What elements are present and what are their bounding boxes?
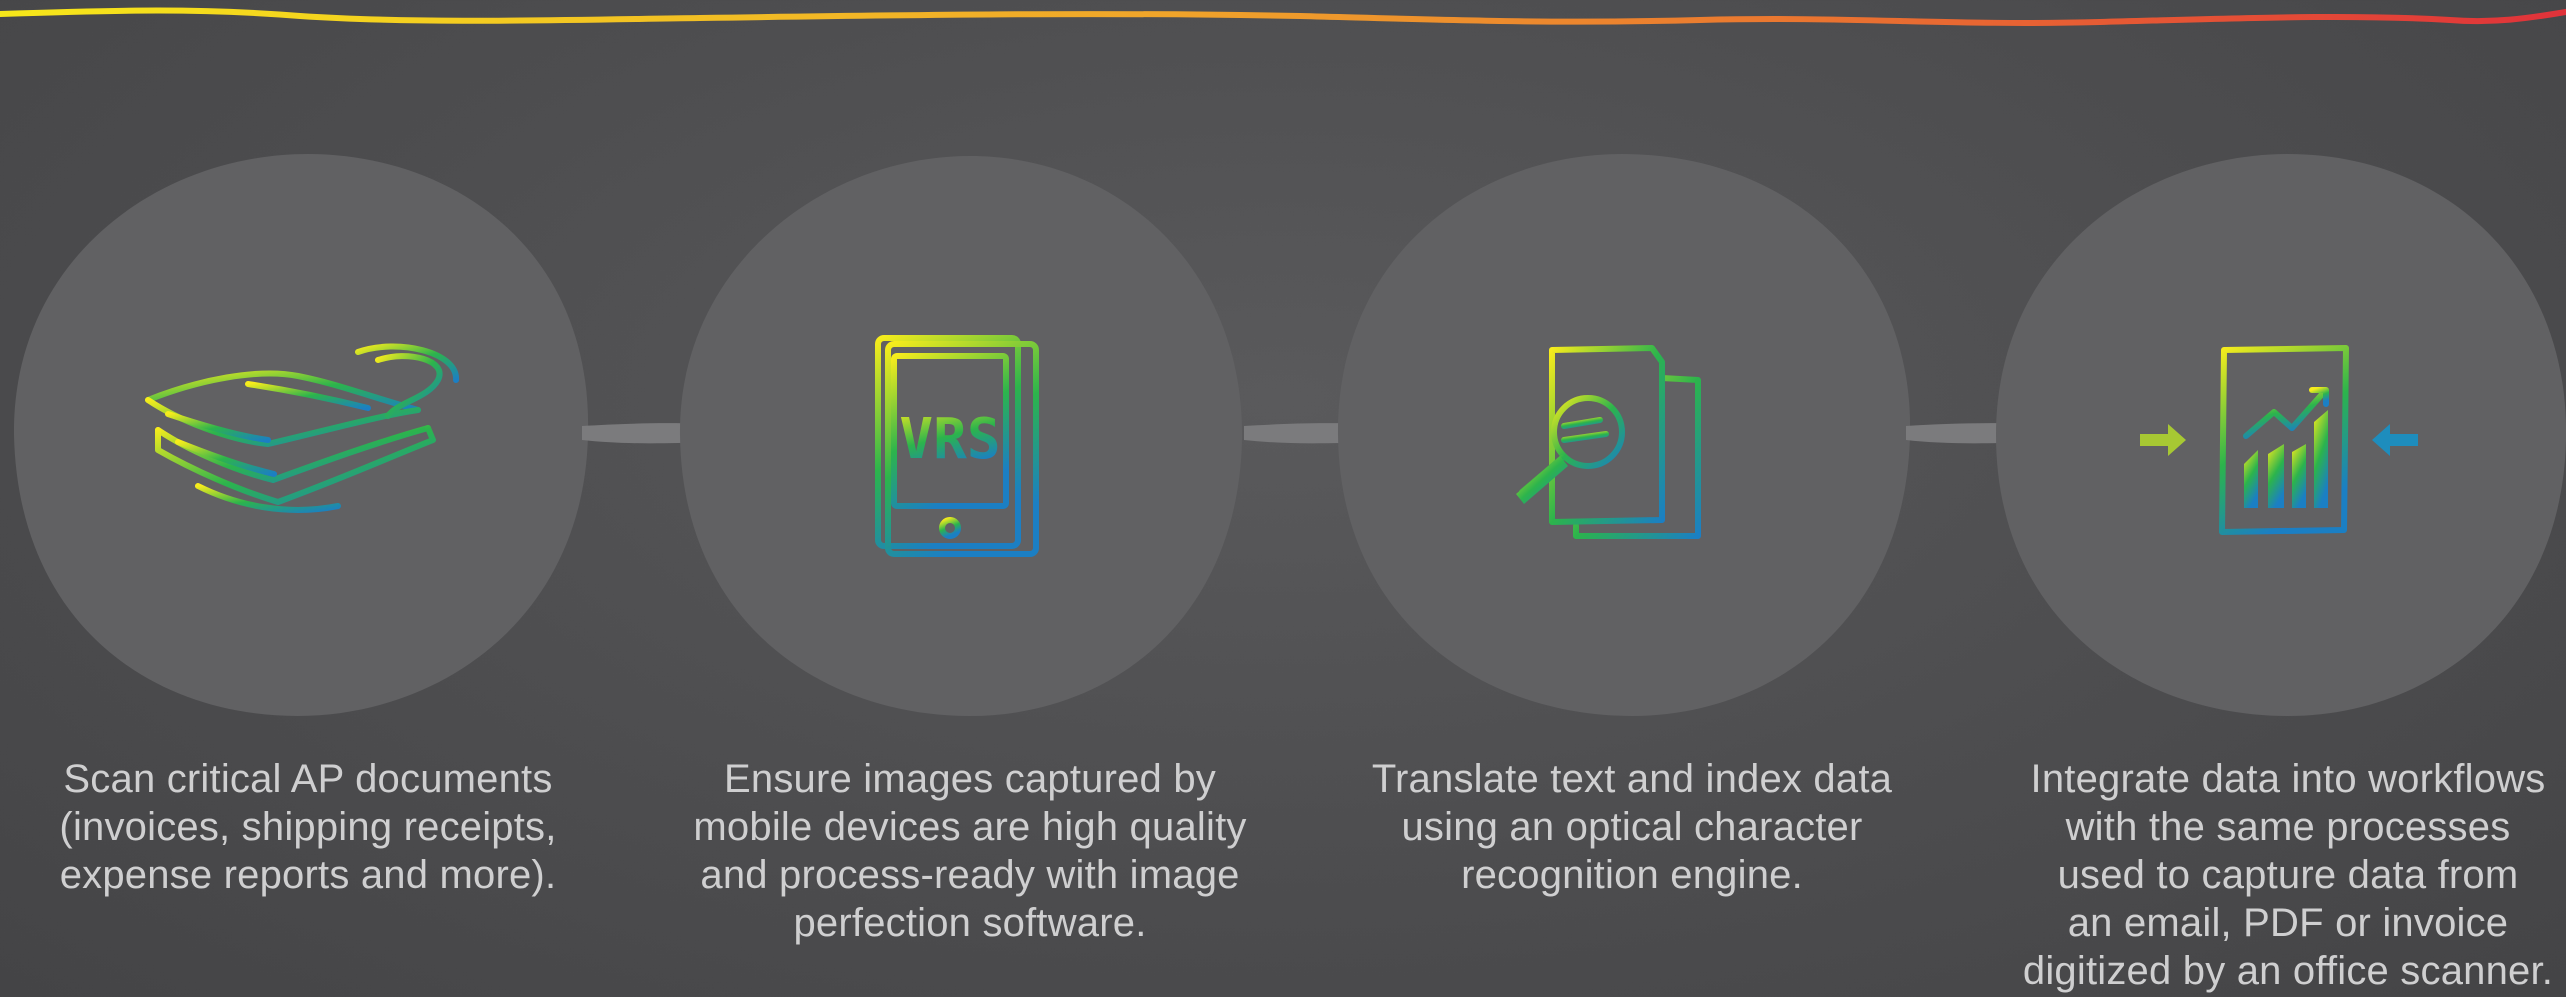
caption-line: an email, PDF or invoice <box>2067 901 2509 945</box>
step-caption: Translate text and index data using an o… <box>1332 755 1932 899</box>
step-image-perfection: VRS Ensure images captured by mobile dev… <box>670 150 1270 980</box>
caption-line: and process-ready with image <box>700 853 1240 897</box>
step-caption: Scan critical AP documents (invoices, sh… <box>8 755 608 899</box>
step-ocr: Translate text and index data using an o… <box>1332 150 1932 980</box>
caption-line: with the same processes <box>2065 805 2511 849</box>
caption-line: perfection software. <box>793 901 1147 945</box>
caption-line: digitized by an office scanner. <box>2022 949 2554 993</box>
ocr-document-magnifier-icon <box>1516 345 1701 539</box>
workflow-chart-document-icon <box>2140 345 2418 535</box>
step-scan: Scan critical AP documents (invoices, sh… <box>8 150 608 980</box>
step-circle <box>1996 154 2566 716</box>
caption-line: using an optical character <box>1401 805 1863 849</box>
caption-line: recognition engine. <box>1461 853 1803 897</box>
caption-line: (invoices, shipping receipts, <box>59 805 557 849</box>
caption-line: mobile devices are high quality <box>693 805 1247 849</box>
step-circle <box>679 156 1243 716</box>
vrs-tablet-icon: VRS <box>875 335 1039 557</box>
top-gradient-rule <box>0 7 2566 26</box>
caption-line: Translate text and index data <box>1371 757 1893 801</box>
caption-line: Integrate data into workflows <box>2030 757 2546 801</box>
caption-line: used to capture data from <box>2057 853 2519 897</box>
step-caption: Integrate data into workflows with the s… <box>1988 755 2566 995</box>
scanner-icon <box>145 343 459 513</box>
vrs-label: VRS <box>899 407 1000 472</box>
caption-line: Ensure images captured by <box>724 757 1216 801</box>
step-integrate: Integrate data into workflows with the s… <box>1988 150 2566 993</box>
step-caption: Ensure images captured by mobile devices… <box>670 755 1270 947</box>
caption-line: Scan critical AP documents <box>63 757 553 801</box>
caption-line: expense reports and more). <box>59 853 557 897</box>
